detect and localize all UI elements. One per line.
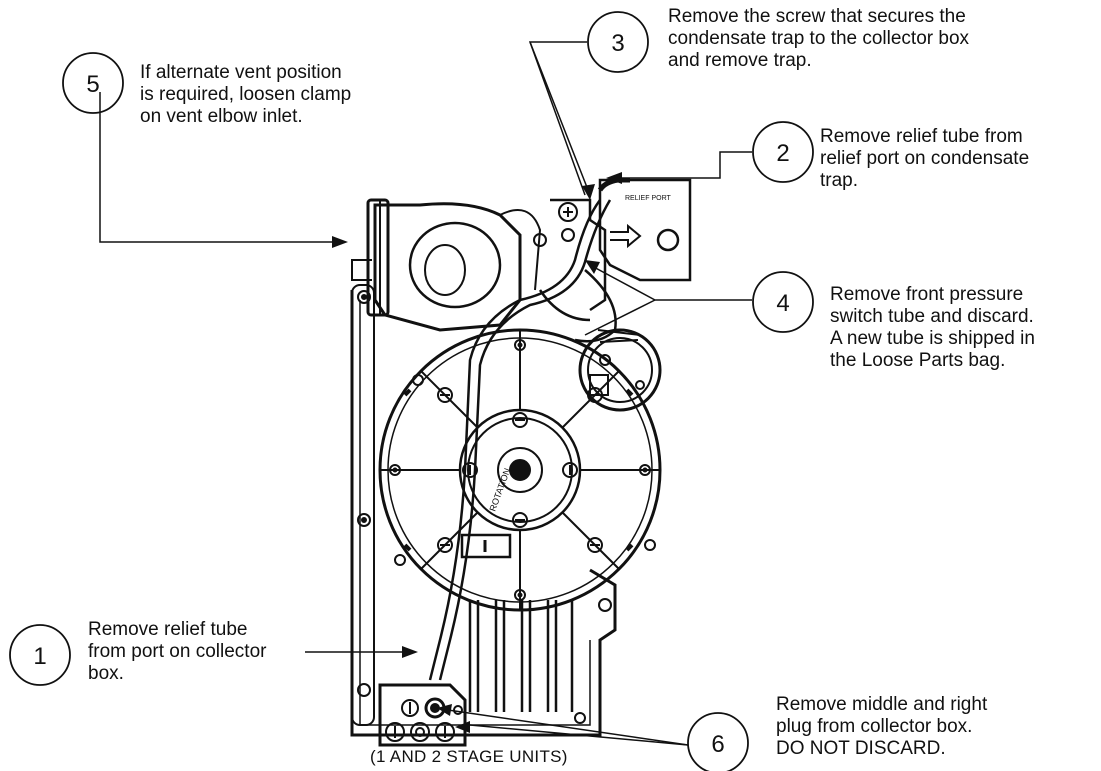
collector-ribs <box>468 600 574 712</box>
callout-text-6: Remove middle and right plug from collec… <box>776 694 988 759</box>
top-bracket <box>533 198 607 312</box>
leader-lines <box>99 41 752 746</box>
housing-screws <box>389 339 656 601</box>
collector-port-plate <box>378 683 467 747</box>
callout-number-5: 5 <box>86 71 99 98</box>
callout-text-1: Remove relief tube from port on collecto… <box>88 619 267 684</box>
callout-text-4: Remove front pressure switch tube and di… <box>830 284 1035 371</box>
callout-circles <box>9 11 814 771</box>
callout-text-5: If alternate vent position is required, … <box>140 62 352 127</box>
callout-number-1: 1 <box>33 643 46 670</box>
callout-number-3: 3 <box>611 30 624 57</box>
blower-ribs <box>403 388 634 552</box>
collector-box-housing <box>350 284 617 737</box>
vent-elbow <box>351 198 542 332</box>
condensate-trap: RELIEF PORT <box>598 178 692 282</box>
blower-housing: ROTATION <box>378 328 662 612</box>
callout-number-2: 2 <box>776 140 789 167</box>
callout-text-2: Remove relief tube from relief port on c… <box>820 126 1030 191</box>
callout-text-3: Remove the screw that secures the conden… <box>668 6 970 71</box>
wiring-connector <box>460 533 512 559</box>
relief-port-label: RELIEF PORT <box>625 195 671 202</box>
callout-number-6: 6 <box>711 731 724 758</box>
diagram-caption: (1 AND 2 STAGE UNITS) <box>370 747 568 766</box>
callout-number-4: 4 <box>776 290 789 317</box>
